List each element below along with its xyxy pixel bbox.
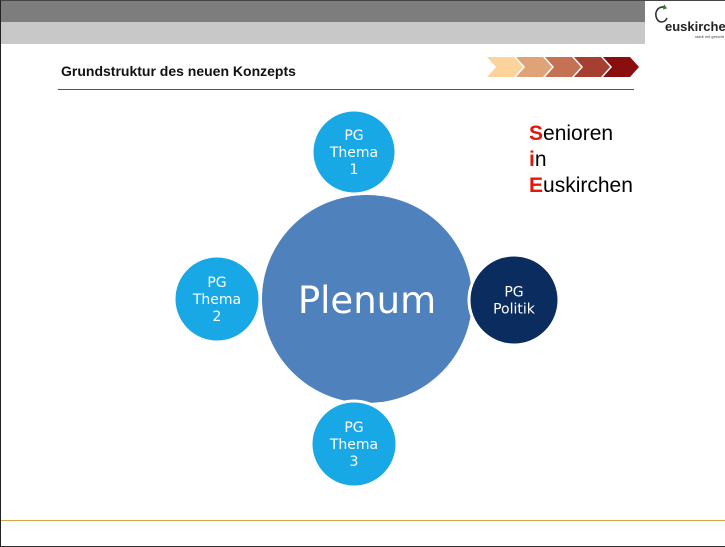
node-left-line-1: PG [207,275,226,291]
acronym-sie: Senioren in Euskirchen [529,121,633,199]
title-underline [58,89,634,90]
logo-tagline: stadt mit gesicht [695,34,724,39]
acronym-rest-3: uskirchen [543,174,633,197]
chevron-3 [545,57,581,77]
slide-title: Grundstruktur des neuen Konzepts [61,63,296,79]
acronym-line-3: Euskirchen [529,173,633,199]
acronym-line-1: Senioren [529,121,633,147]
acronym-initial-3: E [529,174,544,197]
node-right-line-1: PG [504,285,523,301]
node-left-line-3: 2 [213,309,222,325]
node-top-circle [310,108,398,196]
node-left-line-2: Thema [192,292,241,308]
footer-rule [1,520,725,521]
euskirchen-logo: euskirchen stadt mit gesicht [645,1,725,45]
node-top-line-2: Thema [329,145,378,161]
header-top-bar [1,1,725,22]
logo-text: euskirchen [665,19,725,34]
logo-swirl-icon [655,4,668,23]
chevron-arrows-icon [487,57,639,77]
node-bottom-line-1: PG [344,420,363,436]
chevron-1 [487,57,523,77]
node-top-line-3: 1 [350,162,359,178]
node-left-circle [172,254,262,344]
header-sub-bar [1,22,725,44]
acronym-rest-1: enioren [543,122,614,145]
node-right-line-2: Politik [493,302,536,318]
node-bottom-line-2: Thema [329,437,378,453]
acronym-initial-2: i [529,148,535,171]
acronym-line-2: in [529,147,633,173]
chevron-4 [574,57,610,77]
node-right-circle [467,253,561,347]
plenum-node [262,195,472,403]
node-top-line-1: PG [344,128,363,144]
node-bottom-line-3: 3 [350,454,359,470]
acronym-rest-2: n [534,148,547,171]
node-bottom-circle [309,399,399,489]
chevron-2 [516,57,552,77]
acronym-initial-1: S [529,122,544,145]
plenum-label: Plenum [298,279,436,322]
chevron-5 [603,57,639,77]
